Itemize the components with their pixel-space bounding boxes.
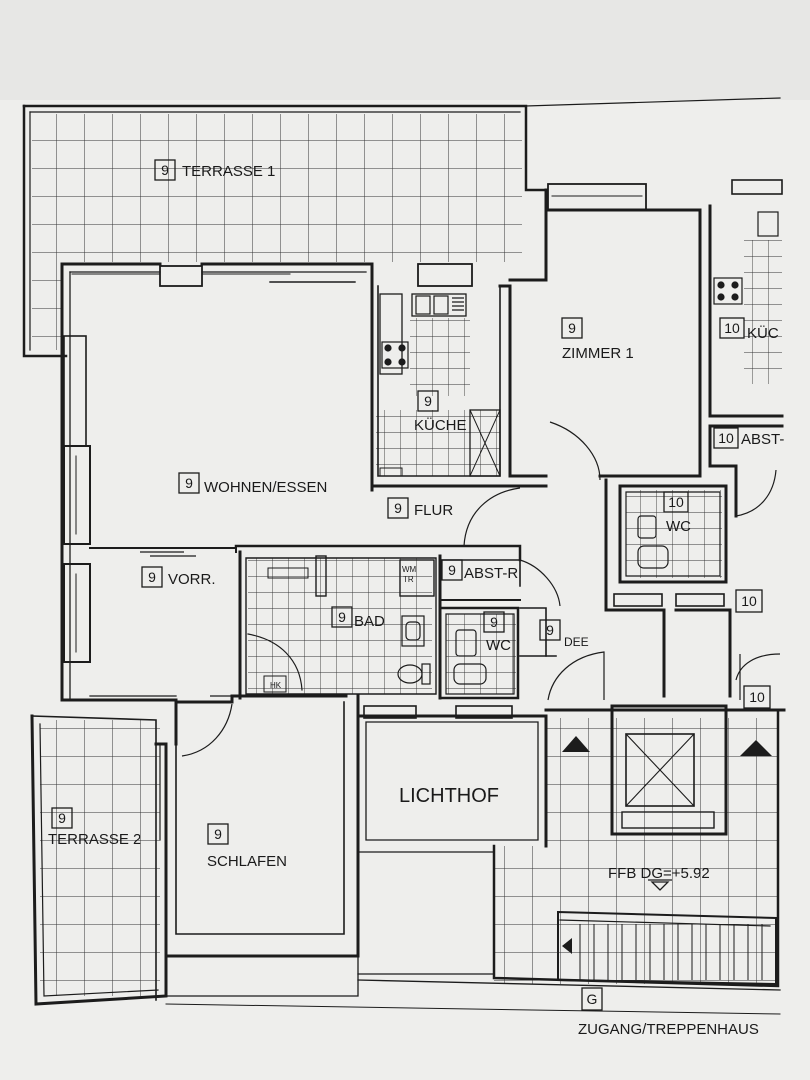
neighbor-wc-tiles (626, 490, 722, 578)
svg-text:SCHLAFEN: SCHLAFEN (207, 853, 287, 870)
label-zugang: G ZUGANG/TREPPENHAUS (578, 987, 759, 1038)
bad-tiles (248, 558, 432, 694)
label-vorr: 9 VORR. (141, 566, 216, 588)
label-bad: 9 BAD (331, 606, 385, 630)
svg-text:TERRASSE 2: TERRASSE 2 (48, 831, 141, 848)
svg-text:WOHNEN/ESSEN: WOHNEN/ESSEN (204, 479, 327, 496)
level-marker-icon (648, 879, 672, 891)
svg-text:ABST-R: ABST-R (464, 565, 518, 582)
svg-text:WC: WC (666, 518, 691, 535)
neighbor-hob-icon (713, 277, 743, 305)
svg-text:TERRASSE 1: TERRASSE 1 (182, 163, 275, 180)
door-swings (140, 421, 781, 757)
svg-text:FFB DG=+5.92: FFB DG=+5.92 (608, 865, 710, 882)
label-unit10-right: 10 (735, 589, 763, 613)
stair-arrow (562, 938, 572, 954)
label-lichthof: LICHTHOF (399, 785, 499, 807)
paper-top-shade (0, 0, 810, 100)
label-terrasse1: 9 TERRASSE 1 (154, 159, 275, 181)
svg-text:ZUGANG/TREPPENHAUS: ZUGANG/TREPPENHAUS (578, 1021, 759, 1038)
walls (22, 97, 786, 1015)
svg-text:10: 10 (668, 494, 684, 510)
neighbor-kitchen-tiles (744, 240, 782, 384)
svg-text:9: 9 (546, 622, 554, 638)
svg-text:9: 9 (58, 810, 66, 826)
svg-text:9: 9 (568, 320, 576, 336)
kueche-tiles (410, 318, 470, 396)
svg-text:WC: WC (486, 637, 511, 654)
label-unit10-lower: 10 (743, 685, 771, 709)
svg-text:ZIMMER 1: ZIMMER 1 (562, 345, 634, 362)
label-kueche-neighbor: 10 KÜC (719, 317, 779, 342)
svg-text:9: 9 (424, 393, 432, 409)
triangle-marker-left (562, 736, 590, 752)
svg-text:10: 10 (718, 430, 734, 446)
svg-text:9: 9 (338, 609, 346, 625)
svg-text:9: 9 (214, 826, 222, 842)
label-wmtr: WM TR (402, 565, 417, 584)
label-abstr: 9 ABST-R (441, 559, 518, 582)
svg-text:9: 9 (394, 500, 402, 516)
svg-text:9: 9 (490, 614, 498, 630)
svg-text:10: 10 (741, 593, 757, 609)
svg-text:9: 9 (148, 569, 156, 585)
kueche-tiles-lower (376, 410, 500, 476)
label-kueche: 9 KÜCHE (414, 390, 467, 434)
svg-text:9: 9 (185, 475, 193, 491)
svg-text:TR: TR (403, 575, 414, 584)
svg-text:10: 10 (724, 320, 740, 336)
label-abst-neighbor: 10 ABST- (713, 427, 784, 449)
label-wc-neighbor: 10 WC (663, 491, 691, 535)
terrasse2-tiles (40, 720, 160, 996)
stair-treads (579, 924, 763, 980)
wc-basin-icon (455, 629, 477, 657)
kitchen-sink-icon (415, 295, 431, 315)
label-wohnen: 9 WOHNEN/ESSEN (178, 472, 327, 496)
svg-text:KÜC: KÜC (747, 324, 779, 342)
label-hk: HK (270, 681, 282, 690)
label-schlafen: 9 SCHLAFEN (207, 823, 287, 870)
svg-text:HK: HK (270, 681, 282, 690)
hob-icon (381, 341, 409, 369)
svg-text:FLUR: FLUR (414, 502, 453, 519)
stairhall-tiles (494, 718, 778, 984)
label-terrasse2: 9 TERRASSE 2 (48, 807, 141, 848)
svg-text:10: 10 (749, 689, 765, 705)
svg-text:ABST-: ABST- (741, 431, 784, 448)
svg-text:9: 9 (161, 162, 169, 178)
label-ffb: FFB DG=+5.92 (608, 865, 710, 882)
svg-text:9: 9 (448, 562, 456, 578)
svg-text:BAD: BAD (354, 613, 385, 630)
tiled-floors (32, 114, 782, 996)
svg-text:WM: WM (402, 565, 417, 574)
label-zimmer1: 9 ZIMMER 1 (561, 317, 634, 362)
svg-text:KÜCHE: KÜCHE (414, 416, 467, 434)
fixtures (381, 211, 779, 685)
label-dee: 9 DEE (539, 619, 589, 649)
triangle-marker-right (740, 740, 772, 756)
svg-text:DEE: DEE (564, 635, 589, 649)
label-wc: 9 WC (483, 611, 511, 654)
svg-text:VORR.: VORR. (168, 571, 216, 588)
label-flur: 9 FLUR (387, 497, 453, 519)
washbasin-icon (401, 615, 425, 647)
svg-text:LICHTHOF: LICHTHOF (399, 785, 499, 807)
svg-text:G: G (587, 991, 598, 1007)
